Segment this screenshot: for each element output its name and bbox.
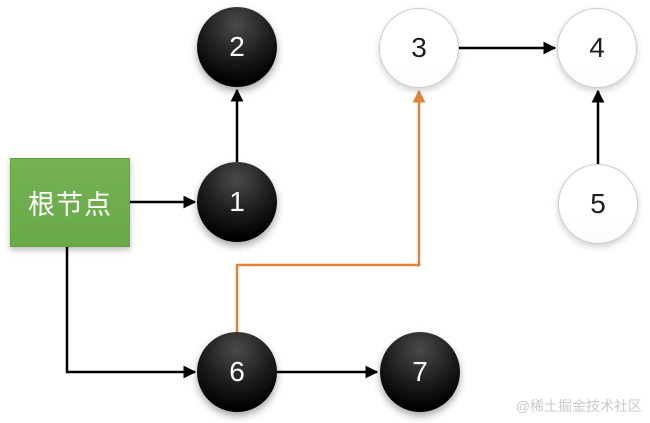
root-node-label: 根节点 — [28, 190, 112, 220]
node-5: 5 — [558, 164, 638, 244]
node-7: 7 — [380, 332, 460, 412]
node-5-label: 5 — [590, 188, 606, 219]
node-3-label: 3 — [411, 32, 427, 63]
node-2-label: 2 — [229, 31, 245, 62]
edge-6-to-3-highlight — [235, 89, 426, 332]
node-4: 4 — [557, 8, 637, 88]
node-1: 1 — [197, 162, 277, 242]
node-6: 6 — [197, 332, 277, 412]
edge-root-to-6 — [65, 247, 197, 379]
node-4-label: 4 — [589, 32, 605, 63]
node-2: 2 — [197, 7, 277, 87]
node-7-label: 7 — [412, 356, 428, 387]
node-6-label: 6 — [229, 356, 245, 387]
root-node: 根节点 — [10, 158, 130, 247]
watermark: @稀土掘金技术社区 — [515, 398, 642, 414]
node-1-label: 1 — [229, 186, 245, 217]
node-3: 3 — [379, 8, 459, 88]
